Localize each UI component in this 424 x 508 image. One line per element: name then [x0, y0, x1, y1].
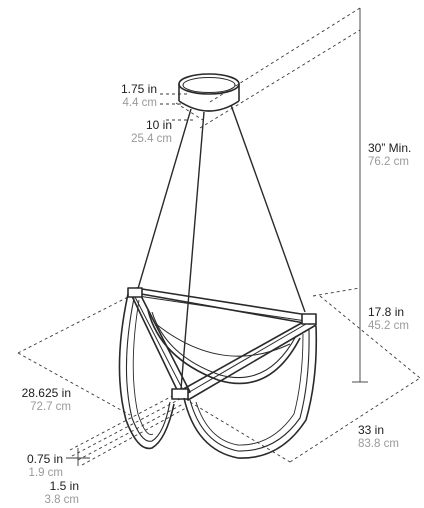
canopy-height-label-in: 1.75 in [120, 82, 157, 96]
connector-front [171, 388, 189, 400]
back-right-floor-edge [312, 287, 361, 297]
cable-left [136, 108, 192, 293]
overall-height-label-cm: 76.2 cm [368, 156, 409, 168]
top-right-plane-line [199, 29, 361, 129]
top-bar-back-inner [137, 295, 307, 322]
fixture-height-label-in: 17.8 in [368, 305, 405, 319]
fixture-depth-label-in: 28.625 in [21, 386, 71, 400]
canopy-height-label-cm: 4.4 cm [122, 97, 157, 109]
left-band-inner [125, 297, 171, 442]
top-bar-left-inner [133, 294, 185, 393]
band-width-label-in: 1.5 in [49, 479, 79, 493]
back-left-floor-edge [17, 295, 131, 354]
solid-dimension-lines [66, 8, 368, 466]
top-bar-back [129, 288, 315, 325]
cable-right [230, 104, 306, 313]
fixture-width-label-in: 33 in [358, 423, 385, 437]
dimension-lines [17, 7, 421, 466]
connector-back-right [301, 313, 317, 325]
canopy-bottom-rim [178, 100, 240, 112]
front-band-outer [183, 325, 318, 459]
canopy-front-plane-line [175, 102, 207, 123]
band-height-label-cm: 1.9 cm [28, 467, 63, 479]
front-band-inner [189, 329, 310, 452]
band-width-guide-line-2 [71, 398, 181, 457]
overall-height-label-in: 30” Min. [368, 141, 412, 155]
front-floor-edge [189, 401, 291, 463]
back-band-outer [147, 309, 301, 385]
band-height-label-in: 0.75 in [26, 452, 63, 466]
chandelier-body [118, 287, 318, 459]
connector-back-left [127, 287, 143, 298]
canopy-inner-rim [182, 77, 236, 93]
right-floor-edge [289, 377, 421, 463]
fixture-depth-label-cm: 72.7 cm [30, 401, 71, 413]
left-band-inner-2 [132, 299, 154, 436]
band-width-guide-line-3 [77, 403, 184, 461]
back-band-lip [155, 323, 291, 357]
fixture-height-label-cm: 45.2 cm [368, 320, 409, 332]
band-width-guide-line-4 [81, 407, 187, 466]
canopy-diameter-label-in: 10 in [145, 118, 172, 132]
cable-center [180, 111, 205, 390]
back-band-inner [151, 311, 297, 379]
top-bar-right-inner [185, 323, 307, 395]
fixture-width-label-cm: 83.8 cm [358, 438, 399, 450]
canopy-diameter-label-cm: 25.4 cm [131, 133, 172, 145]
left-band-outer [118, 293, 175, 450]
band-width-guide-line-1 [69, 392, 179, 451]
band-width-label-cm: 3.8 cm [44, 494, 79, 506]
canopy [178, 73, 240, 112]
front-band-inner-2 [195, 333, 304, 446]
